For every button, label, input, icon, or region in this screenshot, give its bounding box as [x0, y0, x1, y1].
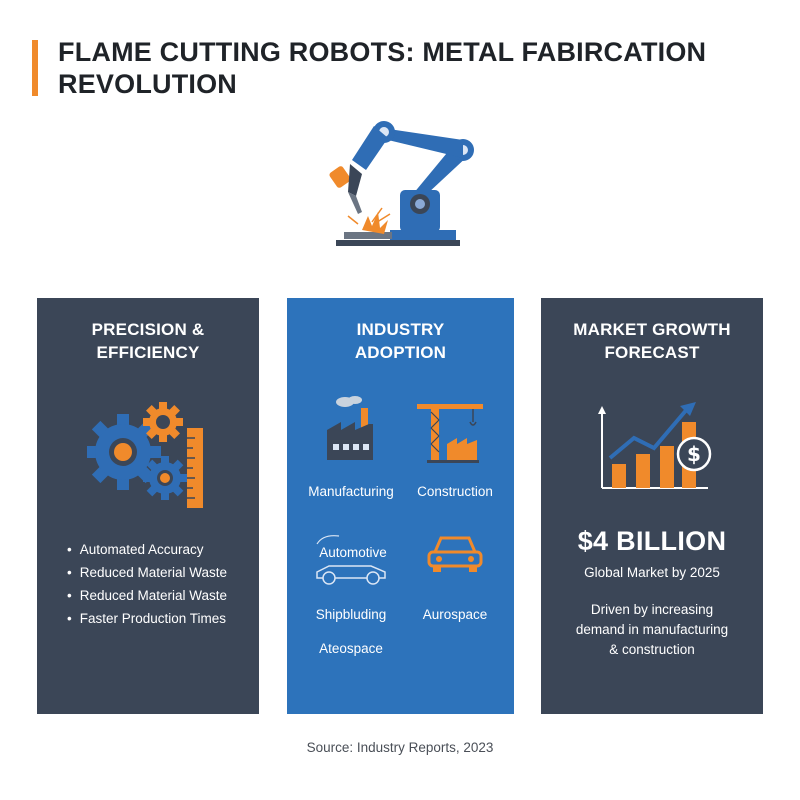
heading-line: FORECAST — [604, 343, 700, 362]
list-item: Reduced Material Waste — [67, 561, 227, 584]
heading-line: EFFICIENCY — [96, 343, 200, 362]
industry-ateospace: Ateospace — [319, 641, 383, 656]
heading-line: PRECISION & — [91, 320, 205, 339]
page-title: FLAME CUTTING ROBOTS: METAL FABIRCATION … — [58, 37, 707, 99]
industry-construction: Construction — [417, 484, 493, 499]
growth-chart-dollar-icon: $ — [598, 402, 712, 489]
crane-icon — [417, 404, 483, 463]
heading-line: ADOPTION — [354, 343, 447, 362]
industry-aurospace: Aurospace — [422, 607, 488, 622]
panel-precision-efficiency: PRECISION & EFFICIENCY — [37, 298, 259, 714]
precision-bullet-list: Automated Accuracy Reduced Material Wast… — [67, 538, 227, 630]
svg-text:$: $ — [687, 442, 701, 466]
car-icon — [427, 536, 483, 572]
gears-ruler-icon — [87, 402, 203, 508]
driver-line: demand in manufacturing — [575, 622, 729, 637]
panel-heading: INDUSTRY ADOPTION — [287, 318, 514, 364]
panel-market-growth: MARKET GROWTH FORECAST $ $4 BILLION Glob… — [541, 298, 763, 714]
heading-line: MARKET GROWTH — [573, 320, 731, 339]
panel-heading: MARKET GROWTH FORECAST — [541, 318, 763, 364]
factory-icon — [327, 396, 373, 460]
driver-line: & construction — [609, 642, 695, 657]
industry-shipbuilding: Shipbluding — [315, 607, 387, 622]
panel-industry-adoption: INDUSTRY ADOPTION Manufacturing Cons — [287, 298, 514, 714]
market-value: $4 BILLION — [577, 526, 727, 556]
source-footnote: Source: Industry Reports, 2023 — [306, 740, 494, 755]
list-item: Automated Accuracy — [67, 538, 227, 561]
title-accent-bar — [32, 40, 38, 96]
car-chassis-icon — [316, 535, 386, 585]
industry-manufacturing: Manufacturing — [308, 484, 394, 499]
industry-automotive: Automotive — [319, 545, 387, 560]
driver-line: Driven by increasing — [590, 602, 714, 617]
heading-line: INDUSTRY — [356, 320, 445, 339]
list-item: Faster Production Times — [67, 607, 227, 630]
panel-heading: PRECISION & EFFICIENCY — [37, 318, 259, 364]
robot-arm-flame-cutter-icon — [329, 121, 474, 246]
market-value-caption: Global Market by 2025 — [584, 565, 720, 580]
list-item: Reduced Material Waste — [67, 584, 227, 607]
market-driver-text: Driven by increasing demand in manufactu… — [555, 600, 749, 660]
